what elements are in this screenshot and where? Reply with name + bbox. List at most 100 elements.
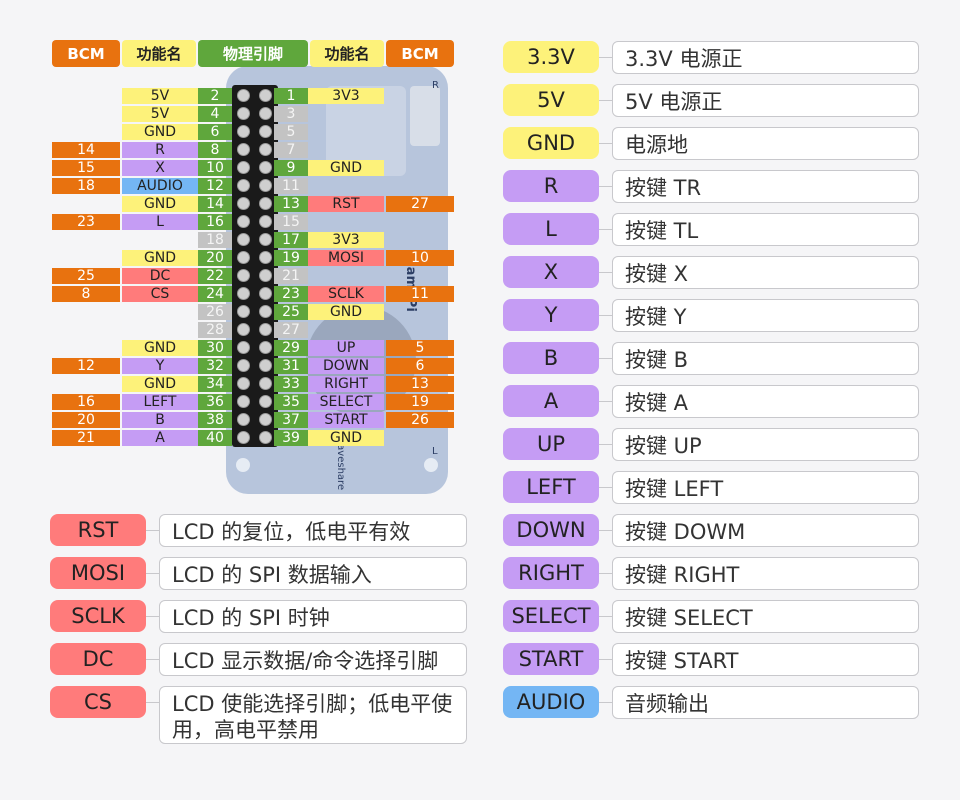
header-pin-connector — [259, 107, 272, 120]
legend-badge: R — [503, 170, 599, 202]
physical-pin-odd: 13 — [274, 196, 308, 212]
legend-connector-line — [146, 573, 160, 574]
legend-connector-line — [599, 573, 613, 574]
bcm-right-cell: 19 — [386, 394, 454, 410]
header-pin-connector — [237, 323, 250, 336]
physical-pin-even: 6 — [198, 124, 232, 140]
func-left-cell: GND — [122, 376, 198, 392]
legend-description: 按键 B — [612, 342, 919, 375]
header-pin-connector — [237, 431, 250, 444]
header-physical-pin: 物理引脚 — [198, 40, 308, 67]
legend-badge: L — [503, 213, 599, 245]
header-pin-connector — [237, 413, 250, 426]
lcd-legend-description: LCD 的复位，低电平有效 — [159, 514, 467, 547]
header-pin-connector — [259, 251, 272, 264]
physical-pin-even: 12 — [198, 178, 232, 194]
header-pin-connector — [237, 107, 250, 120]
header-pin-connector — [237, 197, 250, 210]
legend-badge: START — [503, 643, 599, 675]
bcm-right-cell: 6 — [386, 358, 454, 374]
legend-badge: X — [503, 256, 599, 288]
func-left-cell: GND — [122, 250, 198, 266]
bcm-right-cell: 27 — [386, 196, 454, 212]
physical-pin-odd: 33 — [274, 376, 308, 392]
physical-pin-even: 32 — [198, 358, 232, 374]
legend-badge: GND — [503, 127, 599, 159]
physical-pin-even: 26 — [198, 304, 232, 320]
func-right-cell: 3V3 — [308, 232, 384, 248]
legend-description: 5V 电源正 — [612, 84, 919, 117]
lcd-legend-badge: CS — [50, 686, 146, 718]
physical-pin-even: 24 — [198, 286, 232, 302]
header-pin-connector — [259, 359, 272, 372]
legend-badge: SELECT — [503, 600, 599, 632]
func-left-cell: A — [122, 430, 198, 446]
legend-badge: 3.3V — [503, 41, 599, 73]
physical-pin-even: 10 — [198, 160, 232, 176]
header-pin-connector — [259, 89, 272, 102]
header-pin-connector — [259, 233, 272, 246]
header-pin-connector — [237, 215, 250, 228]
header-pin-connector — [237, 341, 250, 354]
header-pin-connector — [259, 179, 272, 192]
header-pin-connector — [237, 251, 250, 264]
physical-pin-even: 38 — [198, 412, 232, 428]
physical-pin-odd: 9 — [274, 160, 308, 176]
func-left-cell: LEFT — [122, 394, 198, 410]
physical-pin-odd: 21 — [274, 268, 308, 284]
func-right-cell: RIGHT — [308, 376, 384, 392]
func-left-cell: B — [122, 412, 198, 428]
bcm-right-cell: 13 — [386, 376, 454, 392]
legend-badge: 5V — [503, 84, 599, 116]
header-pin-connector — [237, 143, 250, 156]
bcm-left-cell: 8 — [52, 286, 120, 302]
physical-pin-odd: 31 — [274, 358, 308, 374]
legend-badge: DOWN — [503, 514, 599, 546]
legend-description: 按键 Y — [612, 299, 919, 332]
physical-pin-odd: 19 — [274, 250, 308, 266]
lcd-legend-description: LCD 的 SPI 时钟 — [159, 600, 467, 633]
legend-description: 按键 SELECT — [612, 600, 919, 633]
physical-pin-even: 4 — [198, 106, 232, 122]
func-left-cell: DC — [122, 268, 198, 284]
header-pin-connector — [259, 197, 272, 210]
bcm-left-cell: 16 — [52, 394, 120, 410]
header-pin-connector — [259, 341, 272, 354]
physical-pin-odd: 7 — [274, 142, 308, 158]
func-left-cell: GND — [122, 124, 198, 140]
physical-pin-odd: 23 — [274, 286, 308, 302]
physical-pin-odd: 15 — [274, 214, 308, 230]
header-pin-connector — [259, 395, 272, 408]
header-bcm-right: BCM — [386, 40, 454, 67]
board-mount-hole — [236, 458, 250, 472]
legend-description: 按键 X — [612, 256, 919, 289]
physical-pin-even: 30 — [198, 340, 232, 356]
physical-pin-even: 36 — [198, 394, 232, 410]
header-pin-connector — [259, 269, 272, 282]
header-pin-connector — [259, 215, 272, 228]
legend-badge: B — [503, 342, 599, 374]
board-label-r: R — [432, 80, 439, 91]
header-pin-connector — [237, 269, 250, 282]
header-pin-connector — [237, 305, 250, 318]
lcd-legend-badge: MOSI — [50, 557, 146, 589]
header-pin-connector — [237, 287, 250, 300]
legend-connector-line — [599, 143, 613, 144]
lcd-legend-description: LCD 使能选择引脚；低电平使用，高电平禁用 — [159, 686, 467, 744]
physical-pin-odd: 1 — [274, 88, 308, 104]
legend-connector-line — [599, 659, 613, 660]
legend-connector-line — [599, 272, 613, 273]
header-func-left: 功能名 — [122, 40, 196, 67]
bcm-left-cell: 18 — [52, 178, 120, 194]
func-left-cell: GND — [122, 340, 198, 356]
gpio-header-strip — [232, 85, 278, 447]
lcd-legend-description: LCD 显示数据/命令选择引脚 — [159, 643, 467, 676]
physical-pin-even: 16 — [198, 214, 232, 230]
physical-pin-odd: 27 — [274, 322, 308, 338]
physical-pin-even: 34 — [198, 376, 232, 392]
physical-pin-odd: 25 — [274, 304, 308, 320]
legend-connector-line — [599, 57, 613, 58]
legend-description: 音频输出 — [612, 686, 919, 719]
header-pin-connector — [237, 233, 250, 246]
header-func-right: 功能名 — [310, 40, 384, 67]
